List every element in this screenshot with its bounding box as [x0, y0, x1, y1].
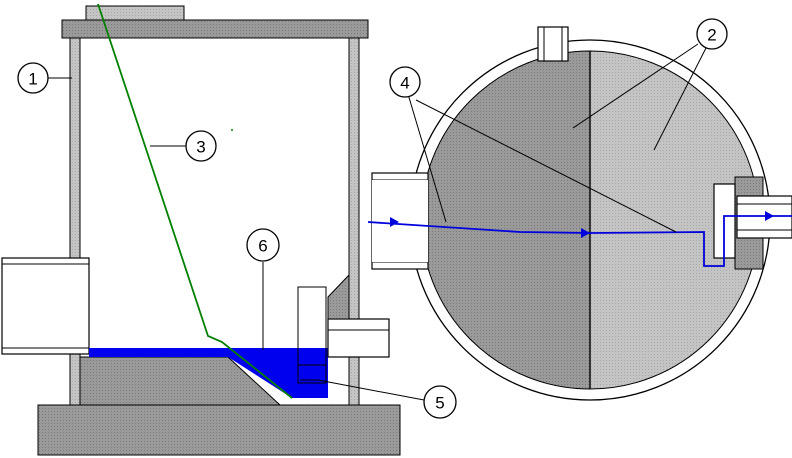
callout-5: 5: [423, 385, 457, 419]
callout-6: 6: [246, 228, 280, 262]
manhole-stub: [537, 26, 569, 62]
callout-2-label: 2: [707, 26, 716, 45]
callout-1: 1: [17, 62, 49, 94]
outlet-pipe: [327, 318, 390, 358]
callout-6-label: 6: [258, 237, 267, 256]
callout-3-label: 3: [196, 138, 205, 157]
tank-cover: [61, 19, 369, 39]
flow-arrow-inlet: [390, 217, 399, 227]
chamber-left: [420, 50, 591, 390]
callout-3: 3: [185, 130, 217, 162]
callout-4: 4: [389, 66, 421, 98]
flow-line: [367, 215, 792, 267]
manhole-lid: [85, 5, 185, 21]
callout-2: 2: [696, 18, 728, 50]
callout-5-label: 5: [435, 394, 444, 413]
callout-4-label: 4: [400, 74, 409, 93]
foundation-slab: [37, 404, 401, 456]
plan-outlet-pipe: [736, 195, 792, 239]
flow-arrow-outlet: [765, 211, 774, 221]
water-level: [89, 348, 328, 398]
inlet-pipe: [1, 257, 90, 355]
green-line: [97, 3, 293, 399]
section-view: [1, 3, 401, 456]
callout-1-label: 1: [28, 70, 37, 89]
leader-lines: [48, 43, 707, 401]
plan-view: [367, 26, 792, 401]
flow-arrow-middle: [581, 228, 590, 238]
